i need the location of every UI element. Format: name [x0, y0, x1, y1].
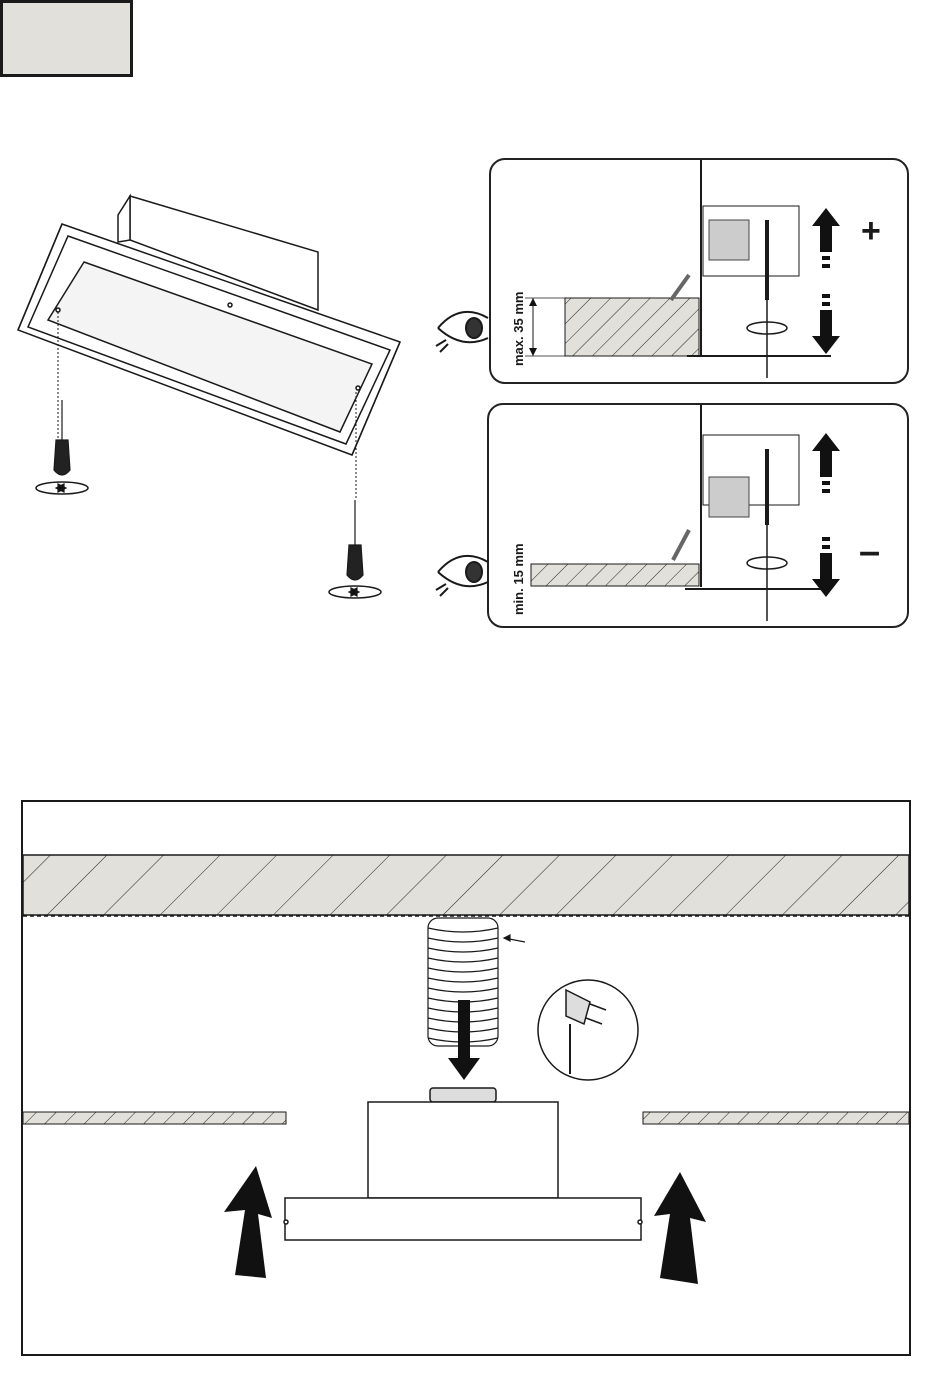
eye-icon [436, 312, 488, 352]
installation-scene-frame [21, 800, 911, 1356]
detail-panel-max: max. 35 mm + [489, 158, 909, 384]
eye-icon [436, 556, 488, 596]
hood-perspective-illustration [18, 196, 400, 455]
screwdriver-icon [36, 400, 88, 494]
detail-panel-min: min. 15 mm – [487, 403, 909, 628]
dimension-label: min. 15 mm [511, 543, 526, 615]
screwdriver-icon [329, 500, 381, 598]
minus-sign: – [859, 531, 880, 574]
step-number-box [0, 0, 133, 77]
plus-sign: + [861, 212, 881, 251]
dimension-label: max. 35 mm [511, 292, 526, 366]
